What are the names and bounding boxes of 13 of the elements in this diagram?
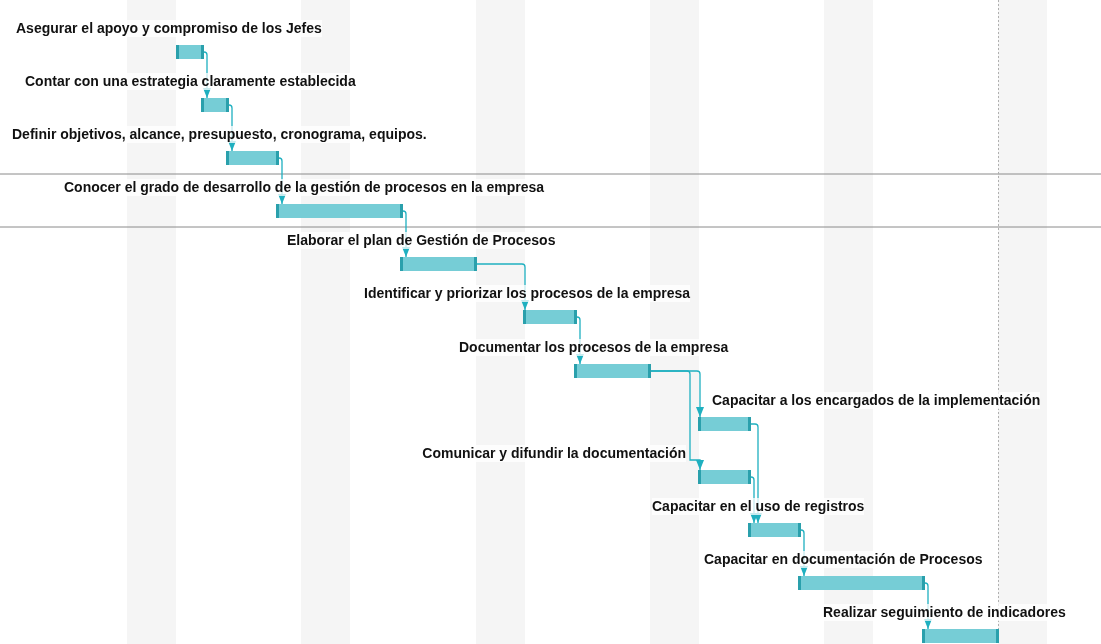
task-label: Conocer el grado de desarrollo de la gestión de procesos en la empresa <box>64 179 545 196</box>
task-label: Comunicar y difundir la documentación <box>422 445 686 462</box>
task-label: Capacitar a los encargados de la implementación <box>712 392 1041 409</box>
task-label: Identificar y priorizar los procesos de la empresa <box>364 285 690 302</box>
task-label: Asegurar el apoyo y compromiso de los Jefes <box>16 20 322 37</box>
task-label: Documentar los procesos de la empresa <box>459 339 729 356</box>
dependency-arrow <box>650 370 704 471</box>
task-label: Definir objetivos, alcance, presupuesto, cronograma, equipos. <box>12 126 427 143</box>
task-label: Realizar seguimiento de indicadores <box>823 604 1066 621</box>
task-label: Elaborar el plan de Gestión de Procesos <box>287 232 556 249</box>
task-label: Capacitar en documentación de Procesos <box>704 551 983 568</box>
task-label: Capacitar en el uso de registros <box>652 498 865 515</box>
task-label: Contar con una estrategia claramente establecida <box>25 73 356 90</box>
